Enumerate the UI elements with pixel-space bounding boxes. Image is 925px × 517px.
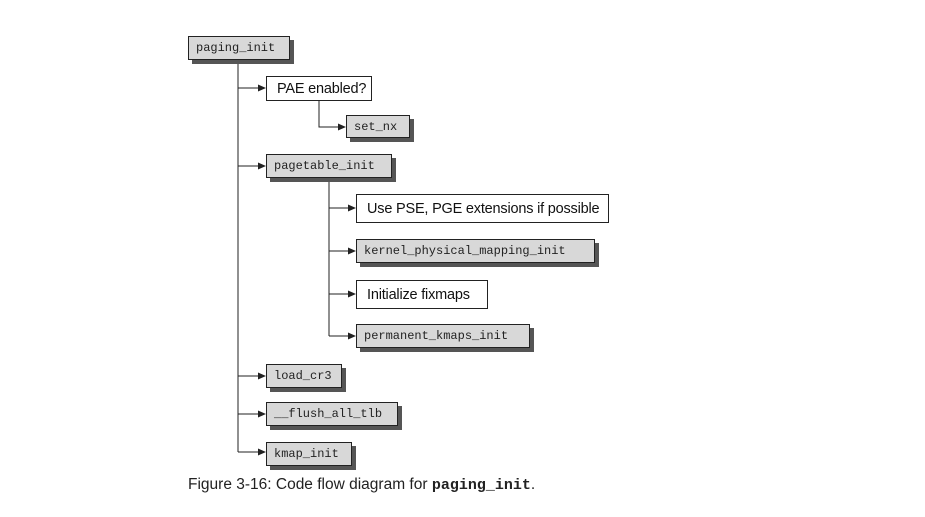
caption-code: paging_init (431, 477, 531, 494)
node-pae-enabled: PAE enabled? (266, 76, 372, 101)
node-initialize-fixmaps: Initialize fixmaps (356, 280, 488, 309)
node-label: kmap_init (274, 447, 339, 461)
arrowhead (348, 290, 356, 298)
node-label: PAE enabled? (277, 80, 367, 97)
caption-suffix: . (530, 476, 536, 493)
arrowhead (348, 204, 356, 212)
arrowhead (258, 162, 266, 170)
arrowhead (258, 410, 266, 418)
caption-prefix: Figure 3-16: Code flow diagram for (188, 476, 432, 493)
arrowhead (338, 123, 346, 131)
figure-caption: Figure 3-16: Code flow diagram for pagin… (188, 476, 535, 494)
node-permanent-kmaps-init: permanent_kmaps_init (356, 324, 530, 348)
node-label: kernel_physical_mapping_init (364, 244, 566, 258)
edge-to-set-nx (318, 101, 343, 128)
arrowhead (348, 247, 356, 255)
node-label: Use PSE, PGE extensions if possible (367, 200, 600, 217)
node-label: set_nx (354, 119, 398, 134)
node-kmap-init: kmap_init (266, 442, 352, 466)
node-paging-init: paging_init (188, 36, 290, 60)
node-label: pagetable_init (274, 159, 375, 173)
node-label: paging_init (196, 41, 276, 55)
node-label: load_cr3 (274, 369, 332, 383)
node-load-cr3: load_cr3 (266, 364, 342, 388)
arrowhead (258, 448, 266, 456)
node-label: permanent_kmaps_init (364, 329, 509, 343)
node-pagetable-init: pagetable_init (266, 154, 392, 178)
node-label: Initialize fixmaps (367, 286, 470, 303)
node-set-nx: set_nx (346, 115, 410, 138)
arrowhead (348, 332, 356, 340)
node-label: __flush_all_tlb (274, 407, 383, 421)
arrowhead (258, 84, 266, 92)
node-use-pse: Use PSE, PGE extensions if possible (356, 194, 609, 223)
node-flush-all-tlb: __flush_all_tlb (266, 402, 398, 426)
node-kernel-physical-mapping-init: kernel_physical_mapping_init (356, 239, 595, 263)
arrowhead (258, 372, 266, 380)
